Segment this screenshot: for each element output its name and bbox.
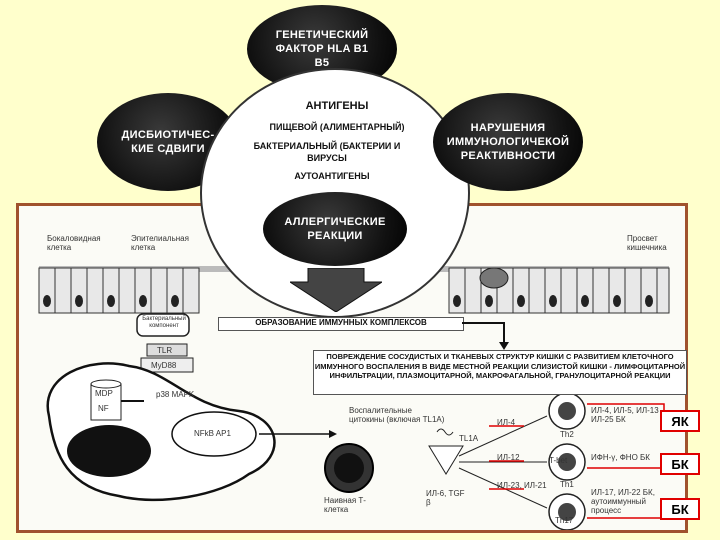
- bacterial-antigen-text: БАКТЕРИАЛЬНЫЙ (БАКТЕРИИ И ВИРУСЫ: [253, 141, 401, 163]
- epithelial-cells: [38, 267, 670, 314]
- tag-yak: ЯК: [660, 410, 700, 432]
- mdp-label: MDP: [95, 389, 113, 398]
- tag-bk-1-text: БК: [671, 457, 689, 472]
- tissue-damage-box: ПОВРЕЖДЕНИЕ СОСУДИСТЫХ И ТКАНЕВЫХ СТРУКТ…: [313, 350, 687, 395]
- tag-bk-1: БК: [660, 453, 700, 475]
- immunology-figure-frame: Бокаловидная клетка Эпителиальная клетка…: [16, 203, 688, 533]
- il23-label: ИЛ-23, ИЛ-21: [497, 481, 547, 490]
- p38-label: p38 MAPK: [156, 390, 195, 399]
- output-th17-label: ИЛ-17, ИЛ-22 БК, аутоиммунный процесс: [591, 488, 655, 515]
- complex-to-damage-arrow: [462, 322, 509, 350]
- dysbiotic-circle: ДИСБИОТИЧЕС-КИЕ СДВИГИ: [97, 93, 239, 191]
- myd88-label: MyD88: [151, 361, 177, 370]
- genetic-factor-text: ГЕНЕТИЧЕСКИЙ ФАКТОР HLA B1 B5: [275, 29, 369, 69]
- epithelial-cell-label: Эпителиальная клетка: [131, 234, 189, 252]
- output-th2-label: ИЛ-4, ИЛ-5, ИЛ-13 ИЛ-25 БК: [591, 406, 659, 424]
- th1-label: Th1: [560, 480, 574, 489]
- dysbiotic-text: ДИСБИОТИЧЕС-КИЕ СДВИГИ: [121, 129, 215, 155]
- cytokines-label: Воспалительные цитокины (включая TL1A): [349, 406, 445, 424]
- tag-yak-text: ЯК: [671, 414, 689, 429]
- tl1a-label: TL1A: [459, 434, 479, 443]
- antigens-title: АНТИГЕНЫ: [305, 100, 369, 112]
- naive-t-cell-label: Наивная Т-клетка: [324, 496, 366, 514]
- food-antigen-text: ПИЩЕВОЙ (АЛИМЕНТАРНЫЙ): [269, 122, 405, 132]
- tag-bk-2-text: БК: [671, 502, 689, 517]
- tissue-damage-text: ПОВРЕЖДЕНИЕ СОСУДИСТЫХ И ТКАНЕВЫХ СТРУКТ…: [314, 352, 686, 380]
- tbet-label: T-bet: [549, 456, 568, 465]
- autoantigen-text: АУТОАНТИГЕНЫ: [294, 171, 370, 181]
- nfkb-label: NFkB AP1: [194, 429, 231, 438]
- th17-label: Th17: [555, 516, 574, 525]
- lumen-label: Просвет кишечника: [627, 234, 667, 252]
- allergic-reactions-text: АЛЛЕРГИЧЕСКИЕ РЕАКЦИИ: [284, 216, 386, 242]
- allergic-reactions-circle: АЛЛЕРГИЧЕСКИЕ РЕАКЦИИ: [263, 192, 407, 266]
- immunology-figure-art: [38, 266, 670, 530]
- bacterial-component-label: Бактериальный компонент: [142, 316, 186, 329]
- goblet-cell-label: Бокаловидная клетка: [47, 234, 101, 252]
- tag-bk-2: БК: [660, 498, 700, 520]
- il4-label: ИЛ-4: [497, 418, 516, 427]
- th2-label: Th2: [560, 430, 574, 439]
- immunologic-reactivity-circle: НАРУШЕНИЯ ИММУНОЛОГИЧЕКОЙ РЕАКТИВНОСТИ: [433, 93, 583, 191]
- il12-label: ИЛ-12: [497, 453, 520, 462]
- tlr-label: TLR: [157, 346, 173, 355]
- immune-complexes-text: ОБРАЗОВАНИЕ ИММУННЫХ КОМПЛЕКСОВ: [255, 318, 427, 327]
- immune-complexes-box: ОБРАЗОВАНИЕ ИММУННЫХ КОМПЛЕКСОВ: [218, 317, 464, 331]
- output-th1-label: ИФН-γ, ФНО БК: [591, 453, 650, 462]
- immunologic-reactivity-text: НАРУШЕНИЯ ИММУНОЛОГИЧЕКОЙ РЕАКТИВНОСТИ: [446, 122, 570, 162]
- down-arrow: [290, 268, 382, 312]
- nf-label: NF: [98, 404, 109, 413]
- il6-label: ИЛ-6, TGF β: [426, 489, 465, 507]
